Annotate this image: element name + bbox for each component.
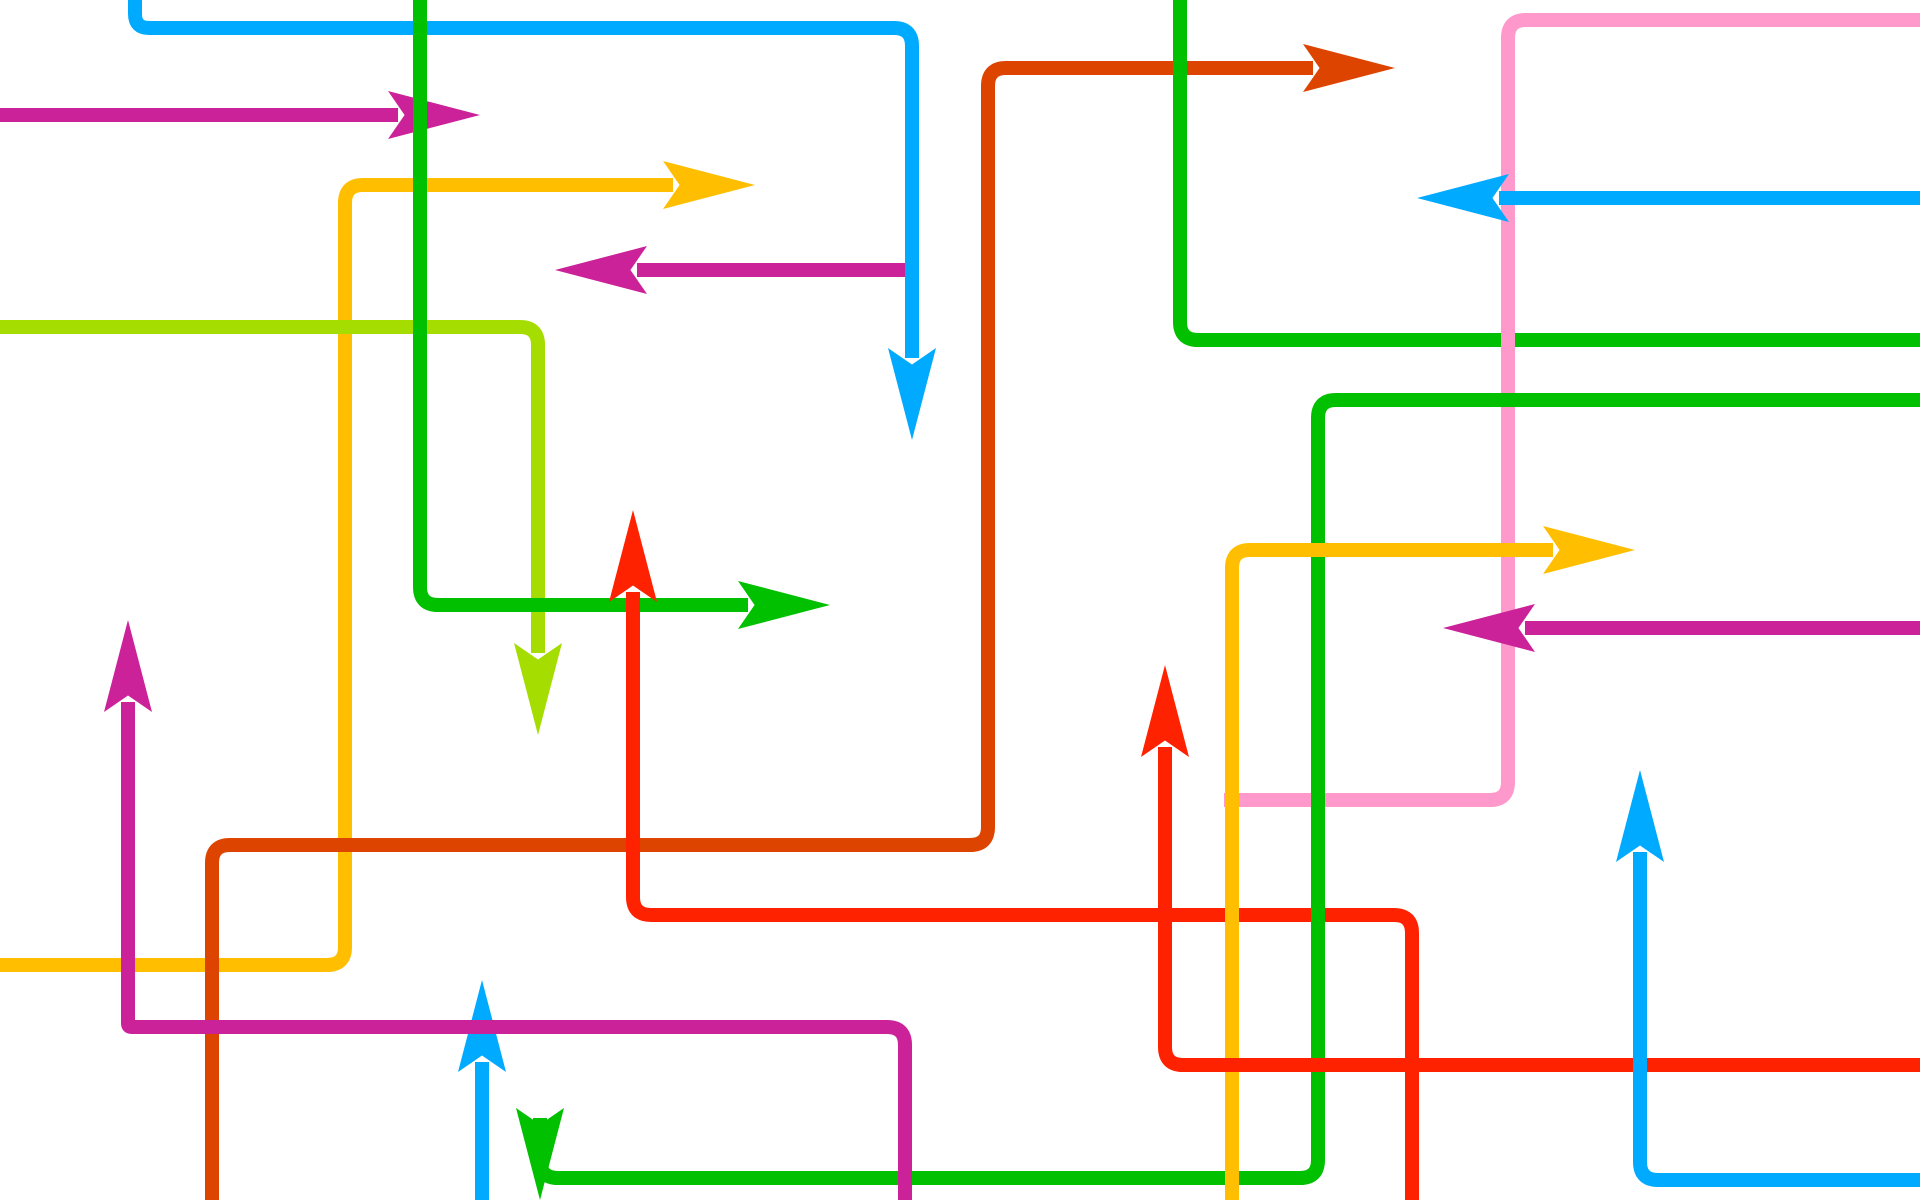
arrowhead [1303, 44, 1395, 92]
arrow-red-right-up [1141, 665, 1920, 1072]
arrow-magenta-bottom-box [121, 1016, 912, 1200]
arrow-line [1224, 13, 1920, 807]
arrow-blue-right-left [1417, 174, 1920, 222]
arrowhead [1417, 174, 1509, 222]
arrow-magenta-top-right [0, 91, 480, 139]
arrow-line [121, 1016, 912, 1200]
arrow-line [1158, 747, 1920, 1072]
arrow-line [626, 592, 1419, 1200]
arrow-yellow-right [1225, 526, 1635, 1200]
arrowhead [1443, 604, 1535, 652]
arrow-blue-right-up [1616, 770, 1920, 1187]
arrowhead [1141, 665, 1189, 757]
arrow-lime-down [0, 320, 562, 735]
arrowhead [888, 348, 936, 440]
arrow-line [1173, 0, 1920, 347]
arrow-green-top-right-turn [1173, 0, 1920, 347]
arrowhead [516, 1108, 564, 1200]
arrow-line [128, 0, 919, 358]
arrowhead [1616, 770, 1664, 862]
arrow-red-center-up [609, 510, 1419, 1200]
arrow-line [0, 320, 545, 653]
arrow-blue-top-down [128, 0, 936, 440]
arrow-magenta-short-left [555, 246, 905, 294]
arrowhead [388, 91, 480, 139]
arrow-orange-long-zigzag [205, 44, 1395, 1200]
arrow-pink-right-box [1224, 13, 1920, 807]
arrowhead [1543, 526, 1635, 574]
arrow-green-right-up [516, 393, 1920, 1200]
arrowhead [738, 581, 830, 629]
arrowhead [104, 620, 152, 712]
arrowhead [514, 643, 562, 735]
arrow-line [0, 178, 673, 972]
arrow-magenta-right-left [1443, 604, 1920, 652]
arrow-magenta-left-up [104, 620, 152, 1020]
arrowhead [555, 246, 647, 294]
arrow-yellow-upper-right [0, 161, 755, 972]
arrow-line [413, 0, 748, 612]
arrowhead [663, 161, 755, 209]
arrow-green-left-loop [413, 0, 830, 629]
arrow-line [1633, 852, 1920, 1187]
arrow-line [1225, 543, 1553, 1200]
arrow-line [205, 61, 1313, 1200]
arrowhead [609, 510, 657, 602]
